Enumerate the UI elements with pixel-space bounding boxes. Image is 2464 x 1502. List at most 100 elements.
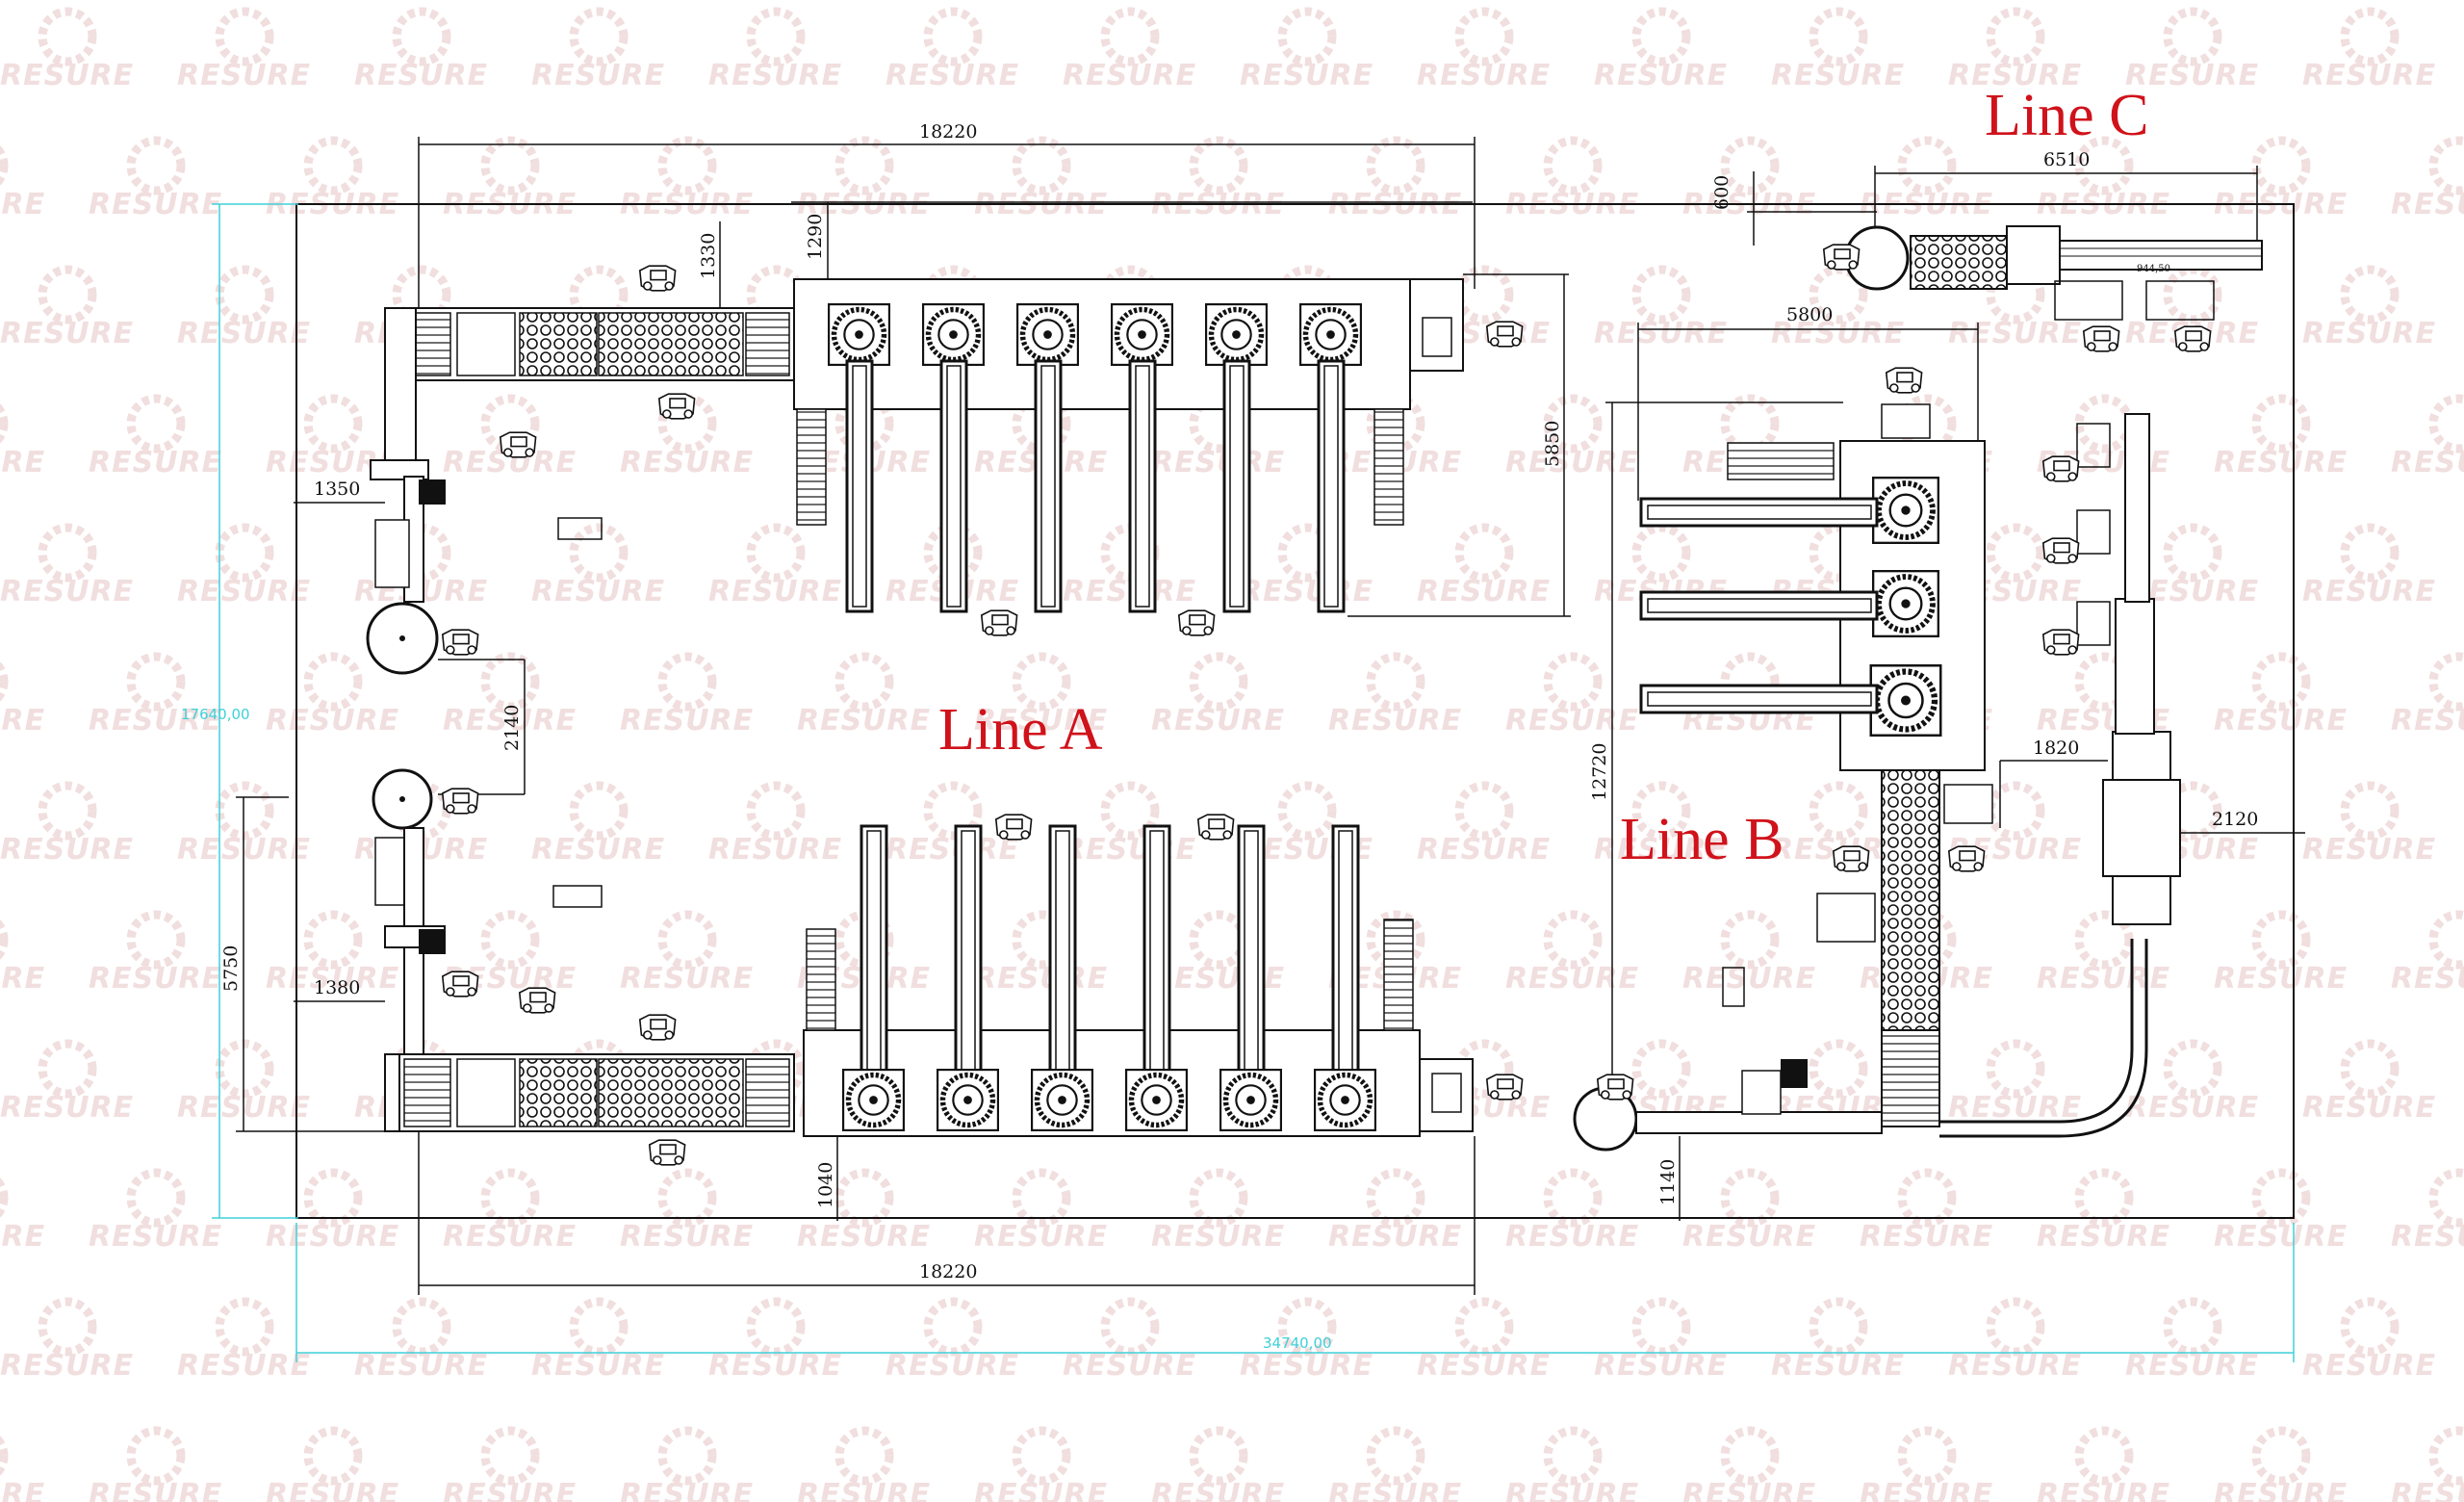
dim-a-1350: 1350 <box>314 479 360 500</box>
watermark-mark: RESURE <box>2391 1168 2464 1254</box>
watermark-mark: RESURE <box>2302 7 2435 92</box>
dim-b-12720: 12720 <box>1589 743 1610 801</box>
overall-dimensions <box>212 203 2295 1362</box>
svg-text:RESURE: RESURE <box>1151 1220 1285 1254</box>
watermark-mark: RESURE <box>1505 1168 1638 1254</box>
watermark-mark: RESURE <box>1505 910 1638 996</box>
svg-text:RESURE: RESURE <box>708 59 842 92</box>
svg-text:RESURE: RESURE <box>708 575 842 609</box>
svg-text:RESURE: RESURE <box>886 59 1019 92</box>
svg-text:RESURE: RESURE <box>89 962 222 996</box>
watermark-mark: RESURE <box>0 265 133 350</box>
dim-a-1380: 1380 <box>314 977 360 998</box>
svg-text:RESURE: RESURE <box>620 962 754 996</box>
svg-text:RESURE: RESURE <box>886 833 1019 867</box>
svg-text:RESURE: RESURE <box>177 1349 311 1383</box>
dim-a-bottom-length: 18220 <box>919 1261 977 1282</box>
watermark-mark: RESURE <box>2302 1297 2436 1383</box>
watermark-mark: RESURE <box>2302 1039 2436 1125</box>
watermark-mark: RESURE <box>0 919 45 996</box>
svg-text:RESURE: RESURE <box>2214 704 2348 738</box>
svg-text:RESURE: RESURE <box>0 1091 134 1125</box>
svg-text:RESURE: RESURE <box>531 575 665 609</box>
svg-text:RESURE: RESURE <box>620 1220 754 1254</box>
line-a: 18220 1290 1330 1350 <box>220 121 1571 1295</box>
svg-text:RESURE: RESURE <box>1860 1478 1993 1502</box>
svg-text:RESURE: RESURE <box>886 1349 1019 1383</box>
svg-text:RESURE: RESURE <box>2302 1091 2436 1125</box>
watermark-mark: RESURE <box>2391 652 2464 738</box>
svg-text:RESURE: RESURE <box>266 962 399 996</box>
watermark-mark: RESURE <box>1682 1168 1815 1254</box>
watermark-mark: RESURE <box>1328 136 1461 221</box>
watermark-mark: RESURE <box>1594 781 1727 867</box>
watermark-mark: RESURE <box>0 1297 133 1383</box>
svg-text:RESURE: RESURE <box>89 1478 222 1502</box>
watermark-mark: RESURE <box>2391 136 2464 221</box>
svg-text:RESURE: RESURE <box>1240 1349 1373 1383</box>
watermark-mark: RESURE <box>2214 1426 2347 1502</box>
svg-text:RESURE: RESURE <box>1948 59 2082 92</box>
watermark-mark: RESURE <box>0 781 133 867</box>
svg-text:RESURE: RESURE <box>974 962 1108 996</box>
svg-text:RESURE: RESURE <box>2391 704 2464 738</box>
line-a-top-arms <box>845 359 1346 613</box>
watermark-mark: RESURE <box>1948 1039 2081 1125</box>
svg-text:RESURE: RESURE <box>2302 1349 2436 1383</box>
svg-text:RESURE: RESURE <box>354 1349 488 1383</box>
watermark-mark: RESURE <box>1063 781 1195 867</box>
watermark-mark: RESURE <box>1151 652 1285 738</box>
svg-text:RESURE: RESURE <box>89 1220 222 1254</box>
dim-a-1330: 1330 <box>698 233 719 279</box>
watermark-mark: RESURE <box>89 394 221 479</box>
svg-text:RESURE: RESURE <box>0 962 45 996</box>
svg-text:RESURE: RESURE <box>1328 704 1462 738</box>
svg-text:RESURE: RESURE <box>0 704 45 738</box>
dim-a-5750: 5750 <box>220 945 242 992</box>
watermark-mark: RESURE <box>0 523 133 609</box>
svg-text:RESURE: RESURE <box>1151 704 1285 738</box>
watermark-mark: RESURE <box>266 136 398 221</box>
watermark-mark: RESURE <box>2214 136 2347 221</box>
watermark-layer: RESURE RESURE RESURE RESURE RESURE RESURE RESU… <box>0 7 2464 1502</box>
watermark-mark: RESURE <box>0 1039 134 1125</box>
watermark-mark: RESURE <box>1594 265 1727 350</box>
watermark-mark: RESURE <box>1505 1426 1638 1502</box>
watermark-mark: RESURE <box>1505 136 1638 221</box>
svg-text:RESURE: RESURE <box>1594 1349 1728 1383</box>
line-a-top-bank <box>793 278 1411 410</box>
svg-text:RESURE: RESURE <box>531 59 665 92</box>
svg-text:RESURE: RESURE <box>354 59 488 92</box>
watermark-mark: RESURE <box>974 136 1107 221</box>
svg-text:RESURE: RESURE <box>797 1220 931 1254</box>
watermark-mark: RESURE <box>177 265 311 350</box>
svg-text:RESURE: RESURE <box>177 317 311 350</box>
watermark-mark: RESURE <box>443 1426 576 1502</box>
svg-text:RESURE: RESURE <box>2125 1349 2259 1383</box>
dim-total-height: 17640,00 <box>181 706 250 723</box>
svg-text:RESURE: RESURE <box>1771 1349 1905 1383</box>
svg-text:RESURE: RESURE <box>974 1220 1108 1254</box>
watermark-mark: RESURE <box>708 7 842 92</box>
watermark-mark: RESURE <box>0 144 44 221</box>
watermark-mark: RESURE <box>1063 1297 1195 1383</box>
watermark-mark: RESURE <box>1594 7 1727 92</box>
watermark-mark: RESURE <box>1860 1426 1993 1502</box>
watermark-mark: RESURE <box>620 652 754 738</box>
svg-text:RESURE: RESURE <box>2391 1220 2464 1254</box>
svg-text:RESURE: RESURE <box>974 1478 1108 1502</box>
dim-a-5850: 5850 <box>1542 421 1563 467</box>
svg-text:RESURE: RESURE <box>1682 962 1816 996</box>
watermark-mark: RESURE <box>797 1168 931 1254</box>
svg-text:RESURE: RESURE <box>1682 1478 1816 1502</box>
svg-text:RESURE: RESURE <box>1417 1349 1551 1383</box>
watermark-mark: RESURE <box>1328 1168 1462 1254</box>
svg-text:RESURE: RESURE <box>2391 446 2464 479</box>
line-b: 5800 12720 1820 <box>1573 304 2305 1221</box>
watermark-mark: RESURE <box>974 1426 1108 1502</box>
watermark-mark: RESURE <box>1505 652 1638 738</box>
svg-text:RESURE: RESURE <box>1328 1220 1462 1254</box>
svg-text:RESURE: RESURE <box>1417 833 1551 867</box>
watermark-mark: RESURE <box>2125 1039 2258 1125</box>
svg-text:RESURE: RESURE <box>620 704 754 738</box>
